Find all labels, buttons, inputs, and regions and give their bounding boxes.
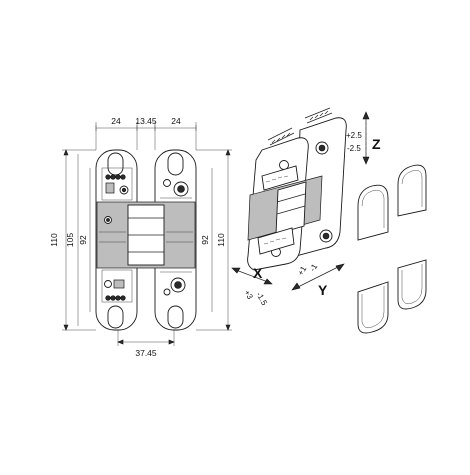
cover-cap-top-right xyxy=(397,164,427,217)
hinge-front-view xyxy=(95,149,197,331)
left-upper-mechanism xyxy=(101,167,133,201)
dim-right-92: 92 xyxy=(200,235,210,245)
right-top-slot xyxy=(167,152,184,176)
y-minus-label: -1 xyxy=(308,262,320,273)
dim-top-center: 13.45 xyxy=(135,116,157,126)
dim-top-left: 24 xyxy=(111,116,121,126)
x-axis-adjust xyxy=(231,267,273,285)
z-minus-label: -2.5 xyxy=(347,144,361,153)
right-bottom-slot xyxy=(167,305,184,329)
right-lower-mechanism xyxy=(160,271,192,296)
dim-left-105: 105 xyxy=(65,233,75,247)
z-axis-label: Z xyxy=(372,136,381,152)
cover-cap-bottom-left xyxy=(357,281,389,334)
dim-top-right: 24 xyxy=(171,116,181,126)
right-upper-mechanism xyxy=(160,179,192,199)
dim-bottom: 37.45 xyxy=(135,348,157,358)
dim-right-110: 110 xyxy=(216,233,226,247)
hinge-isometric-view xyxy=(247,107,347,271)
z-plus-label: +2.5 xyxy=(346,131,362,140)
cover-caps xyxy=(357,164,427,334)
dim-left-110: 110 xyxy=(49,233,59,247)
x-plus-label: +3 xyxy=(242,289,255,302)
z-axis-adjust xyxy=(362,111,370,165)
x-minus-label: -1.5 xyxy=(254,291,269,308)
left-top-slot xyxy=(107,152,124,176)
dim-left-92: 92 xyxy=(78,235,88,245)
y-axis-adjust xyxy=(291,263,345,291)
left-lower-mechanism xyxy=(101,269,133,303)
cover-cap-bottom-right xyxy=(397,259,427,310)
dimension-lines xyxy=(62,122,232,346)
x-axis-label: X xyxy=(253,265,263,281)
y-plus-label: +1 xyxy=(296,264,309,277)
y-axis-label: Y xyxy=(318,282,328,298)
left-bottom-slot xyxy=(107,305,124,329)
cover-cap-top-left xyxy=(357,184,389,241)
central-body xyxy=(96,201,196,269)
